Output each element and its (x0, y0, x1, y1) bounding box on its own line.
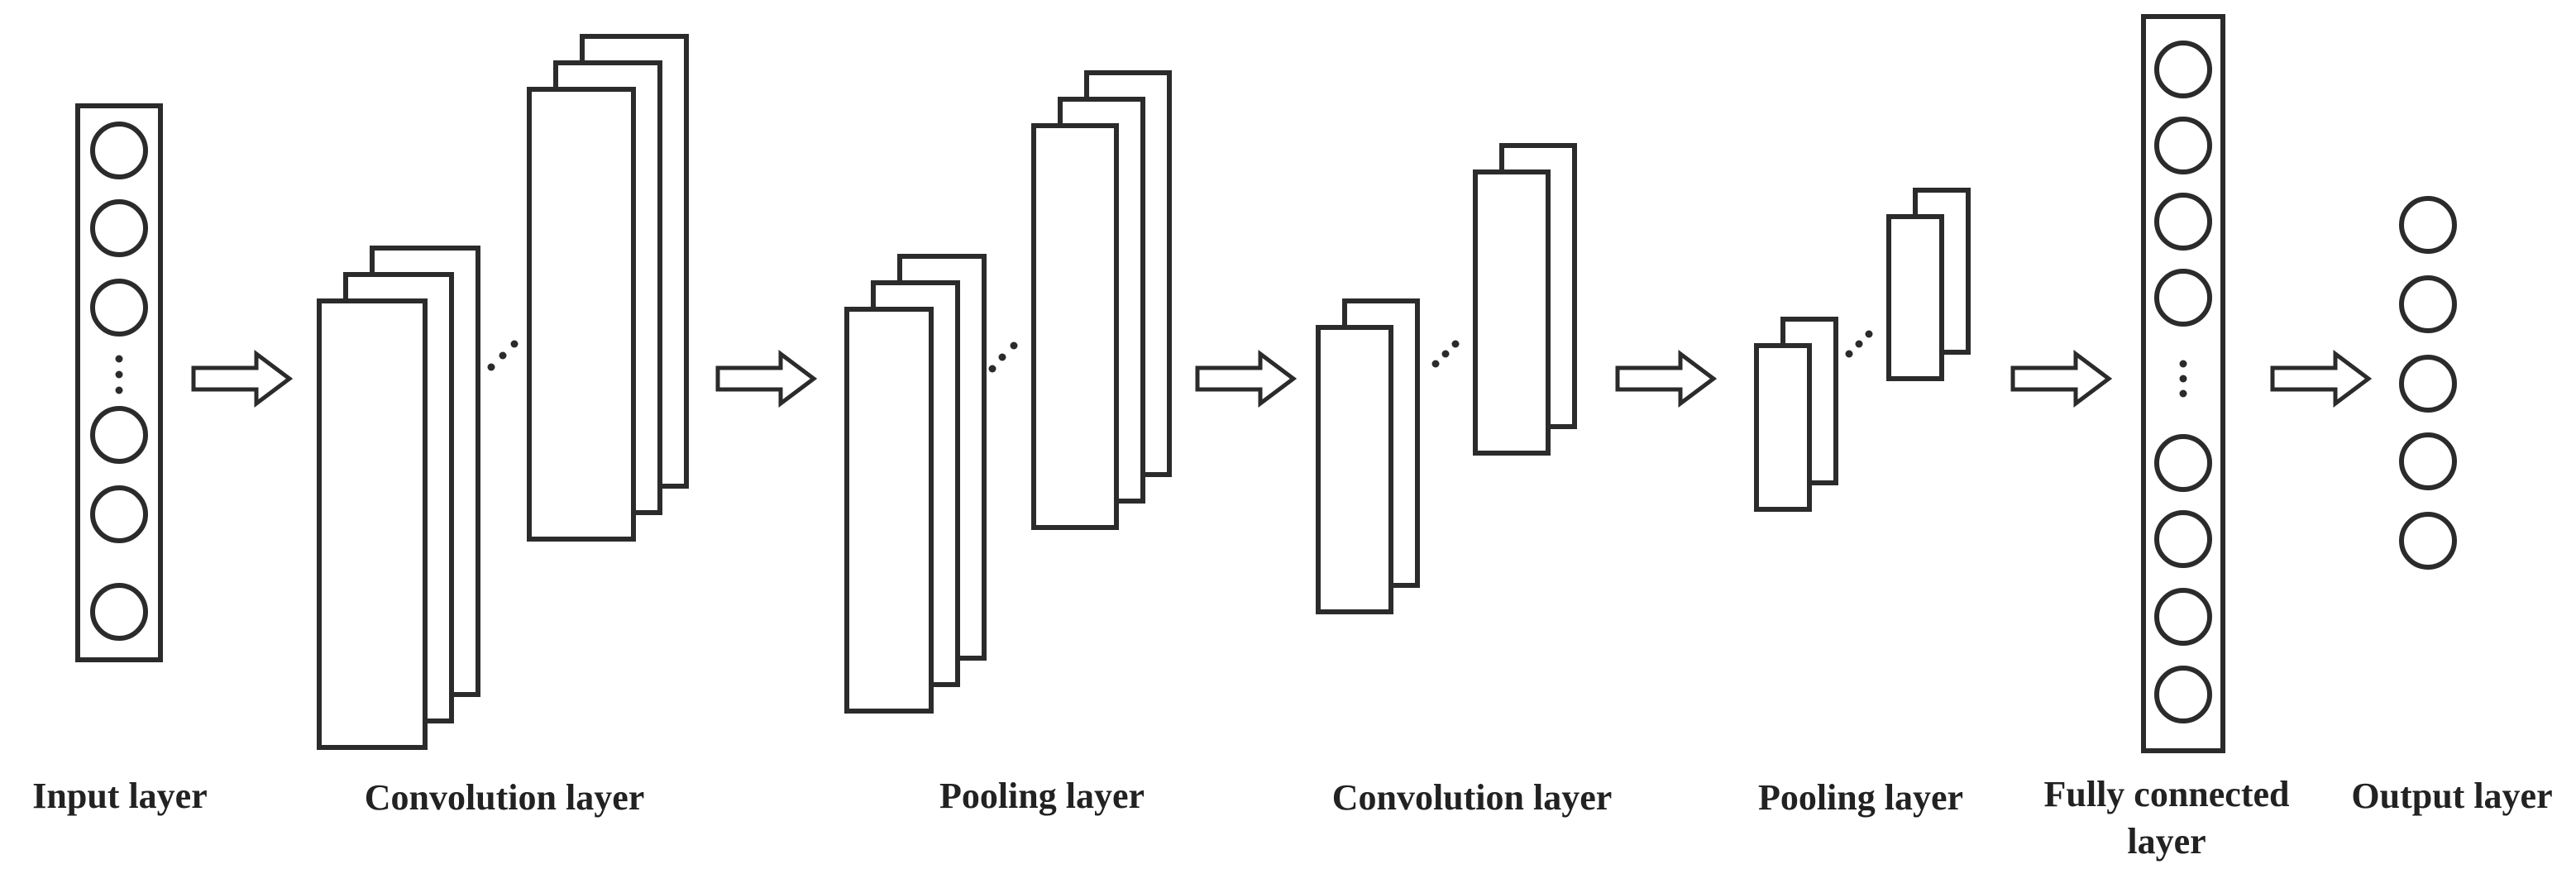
conv2-stack-a-map-1 (1316, 325, 1393, 614)
label-pooling-layer-1: Pooling layer (939, 776, 1145, 816)
pool2-ellipsis-dot-3 (1865, 330, 1873, 338)
conv1-stack-a-map-1 (317, 298, 428, 750)
conv2-ellipsis-dot-3 (1451, 340, 1460, 348)
input-neuron-5 (90, 485, 148, 543)
fc-neuron-8 (2154, 666, 2212, 723)
fc-neuron-1 (2154, 41, 2212, 98)
pool2-ellipsis-dot-1 (1845, 350, 1853, 358)
label-pooling-layer-2: Pooling layer (1757, 777, 1964, 818)
label-output-layer: Output layer (2351, 776, 2553, 816)
arrow-6 (2270, 350, 2373, 408)
fc-neuron-5 (2154, 434, 2212, 492)
output-neuron-2 (2399, 275, 2457, 333)
pool1-ellipsis-dot-2 (998, 353, 1006, 361)
input-ellipsis-dot-2 (115, 370, 123, 379)
fc-ellipsis-dot-3 (2179, 389, 2187, 398)
label-fully-connected-layer-line2: layer (2127, 821, 2206, 862)
conv1-ellipsis-dot-1 (487, 363, 495, 371)
arrow-2 (715, 350, 818, 408)
input-neuron-6 (90, 583, 148, 641)
output-neuron-3 (2399, 355, 2457, 413)
arrow-5 (2010, 350, 2113, 408)
input-neuron-1 (90, 122, 148, 179)
arrow-4 (1615, 350, 1718, 408)
fc-neuron-3 (2154, 193, 2212, 251)
output-neuron-5 (2399, 512, 2457, 570)
label-fully-connected-layer-line1: Fully connected (2043, 774, 2290, 814)
fc-ellipsis-dot-2 (2179, 375, 2187, 383)
input-ellipsis-dot-3 (115, 386, 123, 394)
pool2-stack-a-map-1 (1754, 343, 1812, 512)
fc-neuron-2 (2154, 117, 2212, 174)
conv1-ellipsis-dot-3 (510, 340, 519, 348)
fc-neuron-7 (2154, 588, 2212, 646)
pool1-stack-b-map-1 (1031, 123, 1119, 530)
pool2-stack-b-map-1 (1886, 214, 1944, 381)
conv1-stack-b-map-1 (527, 87, 636, 542)
output-neuron-1 (2399, 196, 2457, 254)
input-layer-box (75, 103, 163, 662)
pool1-stack-a-map-1 (844, 307, 934, 714)
input-neuron-4 (90, 406, 148, 464)
arrow-1 (191, 350, 294, 408)
pool1-ellipsis-dot-1 (988, 365, 996, 373)
arrow-3 (1195, 350, 1298, 408)
input-ellipsis-dot-1 (115, 355, 123, 363)
output-neuron-4 (2399, 432, 2457, 490)
fc-neuron-6 (2154, 510, 2212, 568)
conv2-ellipsis-dot-2 (1441, 350, 1450, 358)
input-neuron-3 (90, 279, 148, 337)
fc-neuron-4 (2154, 269, 2212, 327)
label-input-layer: Input layer (32, 776, 208, 816)
pool2-ellipsis-dot-2 (1855, 340, 1863, 348)
fc-ellipsis-dot-1 (2179, 360, 2187, 368)
pool1-ellipsis-dot-3 (1010, 341, 1018, 350)
conv1-ellipsis-dot-2 (499, 351, 507, 360)
conv2-stack-b-map-1 (1473, 169, 1551, 456)
conv2-ellipsis-dot-1 (1431, 360, 1440, 368)
input-neuron-2 (90, 199, 148, 257)
label-convolution-layer-1: Convolution layer (364, 777, 645, 818)
label-convolution-layer-2: Convolution layer (1331, 777, 1613, 818)
